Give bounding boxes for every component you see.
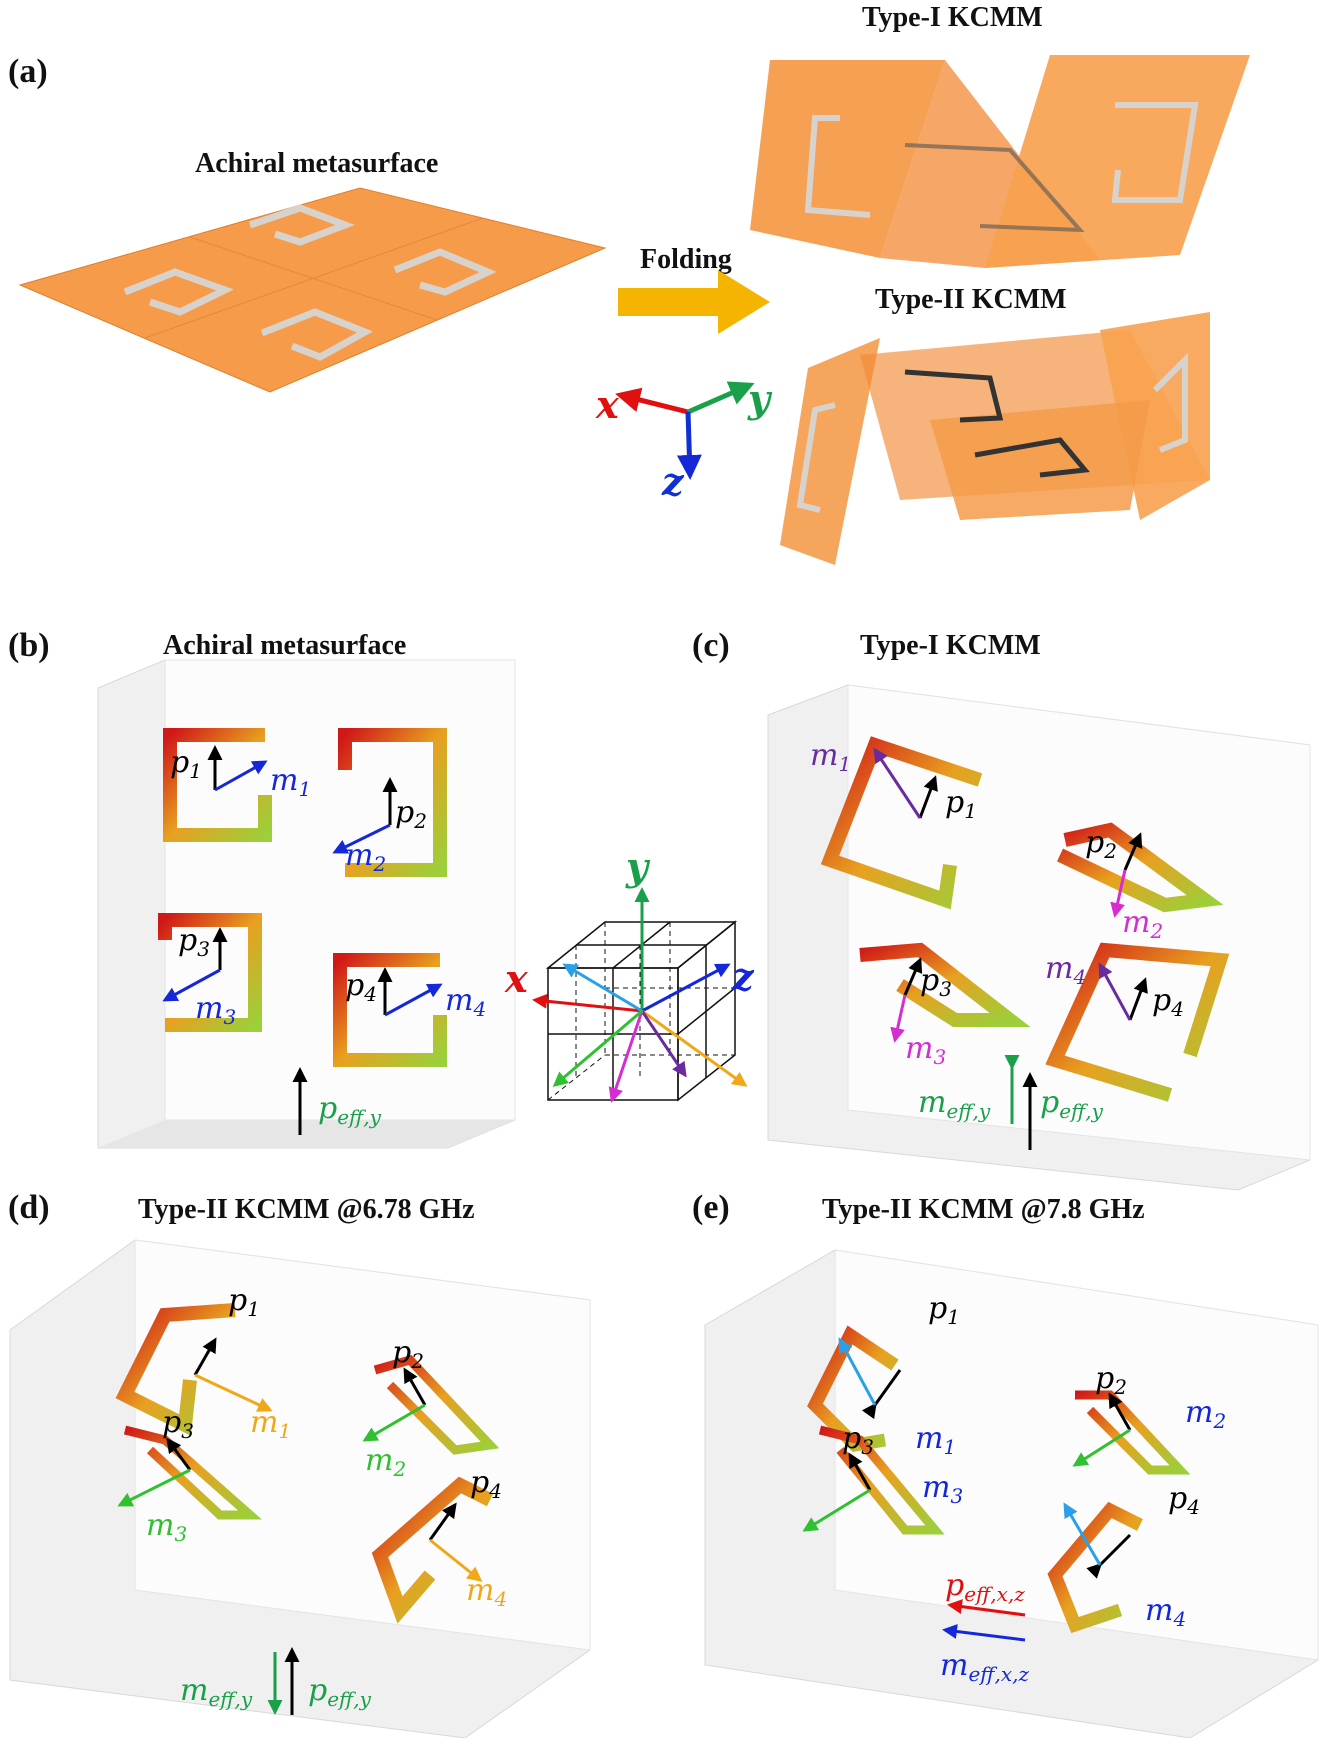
ring-3 [393, 248, 497, 296]
svg-text:p1: p1 [228, 1283, 260, 1321]
svg-text:m1: m1 [270, 763, 311, 801]
c-ring-1 [820, 736, 983, 910]
panel-b-rings [158, 728, 447, 1067]
panel-b-box [97, 659, 516, 1149]
svg-text:m3: m3 [922, 1470, 963, 1508]
svg-text:p2: p2 [1095, 1361, 1127, 1399]
svg-text:p3: p3 [920, 963, 952, 1001]
svg-text:peff,y: peff,y [318, 1091, 382, 1129]
svg-text:m3: m3 [195, 991, 236, 1029]
type1-title: Type-I KCMM [862, 2, 1043, 33]
svg-text:meff,x,z: meff,x,z [940, 1648, 1029, 1686]
panel-e-rings [807, 1325, 1191, 1634]
panel-e: (e) Type-II KCMM @7.8 GHz p1 m1 p2 m2 p3… [692, 1189, 1319, 1738]
type1-model [750, 55, 1250, 268]
svg-text:peff,y: peff,y [1040, 1085, 1104, 1123]
center-cube: y x z [504, 844, 755, 1103]
e-ring-4 [1047, 1501, 1143, 1634]
svg-text:p4: p4 [345, 968, 377, 1006]
panel-d-rings [115, 1303, 500, 1624]
svg-text:m4: m4 [1045, 951, 1086, 989]
c-labels: m1 p1 p2 m2 p3 m3 m4 p4 meff,y peff,y [810, 738, 1184, 1123]
c-ring-4 [1045, 942, 1230, 1102]
e-ring-2 [1075, 1390, 1191, 1475]
panel-b: (b) Achiral metasurface p1 m1 p2 m2 p [8, 627, 516, 1149]
svg-text:peff,x,z: peff,x,z [945, 1568, 1025, 1606]
type2-model [780, 312, 1210, 565]
svg-text:m3: m3 [146, 1508, 187, 1546]
svg-text:p2: p2 [1085, 825, 1117, 863]
svg-text:m4: m4 [445, 983, 486, 1021]
svg-text:p3: p3 [842, 1421, 874, 1459]
e-ring-3 [818, 1425, 945, 1535]
b-ring-2 [338, 728, 447, 877]
b-ring-3 [158, 913, 262, 1032]
panel-c-label: (c) [692, 627, 730, 664]
c-ring-2 [1056, 822, 1224, 913]
panel-e-title: Type-II KCMM @7.8 GHz [822, 1194, 1145, 1225]
svg-text:p3: p3 [178, 923, 210, 961]
panel-c: (c) Type-I KCMM m1 p1 p2 m2 p3 m3 m4 [692, 627, 1311, 1191]
svg-text:m1: m1 [810, 738, 851, 776]
svg-text:p4: p4 [1152, 983, 1184, 1021]
d-ring-4 [371, 1476, 494, 1624]
svg-text:m4: m4 [466, 1573, 507, 1611]
svg-text:m2: m2 [345, 838, 386, 876]
panel-b-title: Achiral metasurface [163, 630, 406, 661]
svg-text:m3: m3 [905, 1031, 946, 1069]
panel-d-title: Type-II KCMM @6.78 GHz [138, 1194, 475, 1225]
panel-c-title: Type-I KCMM [860, 630, 1041, 661]
d-labels: p1 m1 p2 m2 p3 m3 p4 m4 meff,y peff,y [146, 1283, 507, 1711]
svg-text:m2: m2 [1122, 905, 1163, 943]
axes-triad: x y z [595, 376, 773, 504]
achiral-sheet [18, 187, 607, 393]
svg-text:m1: m1 [915, 1421, 956, 1459]
d-ring-3 [123, 1425, 262, 1520]
svg-text:m4: m4 [1145, 1593, 1186, 1631]
panel-a: (a) Achiral metasurface Folding Type-I K… [8, 2, 1250, 565]
svg-text:peff,y: peff,y [308, 1673, 372, 1711]
cube-y-label: y [625, 844, 651, 889]
panel-b-label: (b) [8, 627, 50, 664]
svg-text:meff,y: meff,y [918, 1085, 991, 1123]
panel-e-label: (e) [692, 1189, 730, 1226]
cube-z-label: z [731, 954, 755, 999]
svg-text:m2: m2 [365, 1443, 406, 1481]
svg-text:p1: p1 [928, 1291, 960, 1329]
svg-text:p4: p4 [1168, 1481, 1200, 1519]
panel-a-label: (a) [8, 53, 48, 90]
c-ring-3 [859, 942, 1031, 1027]
ring-1 [248, 204, 355, 246]
panel-c-rings [820, 736, 1230, 1102]
svg-text:p3: p3 [162, 1405, 194, 1443]
axis-x-label: x [595, 382, 620, 427]
svg-text:p1: p1 [945, 785, 977, 823]
cube-x-label: x [504, 956, 529, 1001]
axis-z-label: z [661, 459, 685, 504]
svg-text:meff,y: meff,y [180, 1673, 253, 1711]
svg-text:p4: p4 [470, 1465, 502, 1503]
panel-d-box [9, 1239, 591, 1738]
panel-d-label: (d) [8, 1189, 50, 1226]
svg-text:p1: p1 [170, 745, 202, 783]
folding-arrow [618, 270, 770, 334]
svg-text:p2: p2 [392, 1335, 424, 1373]
svg-text:m1: m1 [250, 1405, 291, 1443]
ring-2 [123, 268, 234, 316]
ring-4 [260, 308, 374, 361]
type2-title: Type-II KCMM [875, 284, 1067, 315]
b-ring-1 [163, 728, 272, 842]
svg-text:p2: p2 [395, 795, 427, 833]
achiral-title: Achiral metasurface [195, 148, 438, 179]
svg-text:m2: m2 [1185, 1395, 1226, 1433]
e-labels: p1 m1 p2 m2 p3 m3 p4 m4 peff,x,z meff,x,… [842, 1291, 1226, 1686]
axis-y-label: y [747, 376, 773, 421]
folding-label: Folding [640, 244, 732, 275]
d-ring-1 [115, 1303, 236, 1436]
panel-d: (d) Type-II KCMM @6.78 GHz p1 m1 p2 m2 p… [8, 1189, 591, 1738]
b-ring-4 [333, 953, 447, 1067]
b-labels: p1 m1 p2 m2 p3 m3 p4 m4 peff,y [170, 745, 486, 1129]
d-ring-2 [373, 1354, 500, 1455]
